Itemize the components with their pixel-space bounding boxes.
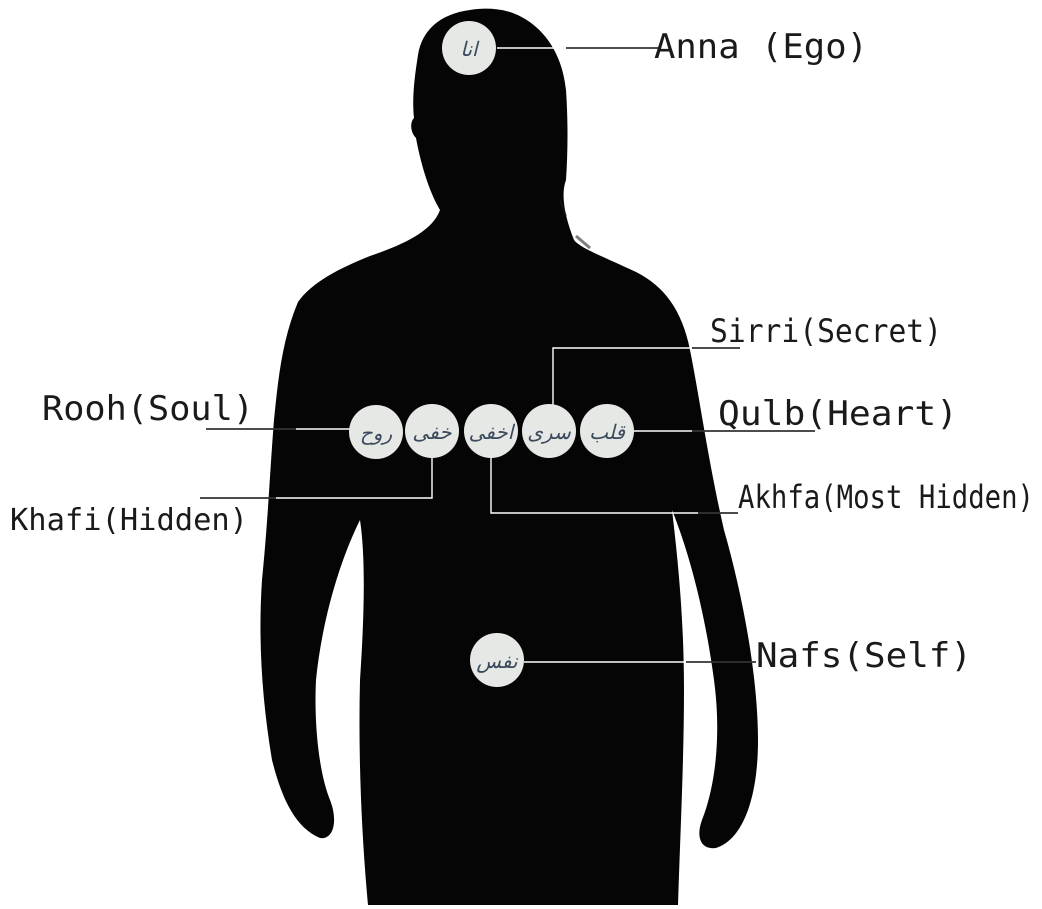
label-sirri: Sirri(Secret) [710, 312, 942, 350]
node-anna: انا [442, 21, 496, 75]
node-rooh: روح [349, 405, 403, 459]
label-qulb: Qulb(Heart) [718, 394, 958, 434]
node-khafi: خفی [405, 404, 459, 458]
node-sirri-text: سری [527, 420, 571, 444]
node-akhfa-text: اخفی [469, 420, 516, 444]
node-nafs: نفس [470, 633, 524, 687]
node-sirri: سری [522, 404, 576, 458]
node-khafi-text: خفی [412, 420, 452, 444]
label-khafi: Khafi(Hidden) [10, 503, 248, 538]
label-rooh: Rooh(Soul) [42, 389, 254, 429]
node-anna-text: انا [460, 37, 480, 61]
node-akhfa: اخفی [464, 404, 518, 458]
label-akhfa: Akhfa(Most Hidden) [738, 478, 1034, 516]
label-anna: Anna (Ego) [654, 27, 868, 67]
node-qulb-text: قلب [589, 420, 626, 444]
node-nafs-text: نفس [476, 649, 519, 673]
node-rooh-text: روح [360, 421, 393, 445]
label-nafs: Nafs(Self) [756, 636, 972, 676]
silhouette-shape [260, 9, 758, 905]
node-qulb: قلب [580, 404, 634, 458]
body-silhouette [260, 9, 758, 905]
